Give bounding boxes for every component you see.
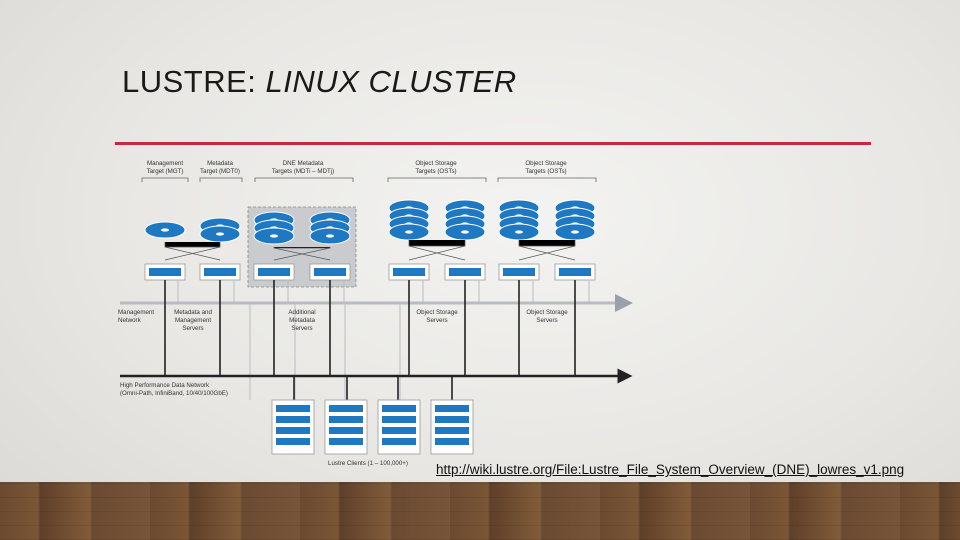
svg-text:Servers: Servers — [182, 325, 203, 332]
server-label-additional-metadata: Additional Metadata Servers — [288, 309, 315, 332]
svg-text:Metadata: Metadata — [289, 317, 315, 324]
management-drops — [177, 280, 590, 400]
svg-text:Servers: Servers — [426, 317, 447, 324]
disk-stack-mdt0 — [199, 217, 241, 243]
svg-text:Object Storage: Object Storage — [415, 160, 457, 167]
disk-stack-dne-1 — [253, 211, 295, 245]
management-network-label: Management Network — [118, 309, 154, 324]
svg-text:Servers: Servers — [536, 317, 557, 324]
svg-text:Targets (OSTs): Targets (OSTs) — [415, 168, 456, 175]
svg-text:Object Storage: Object Storage — [525, 160, 567, 167]
client-rack-2 — [324, 399, 368, 455]
svg-text:Network: Network — [118, 317, 142, 324]
label-brackets — [141, 177, 597, 182]
svg-text:Target (MGT): Target (MGT) — [147, 168, 184, 175]
lustre-architecture-diagram: Management Target (MGT) Metadata Target … — [118, 160, 633, 467]
wood-floor-background — [0, 482, 960, 540]
svg-text:DNE Metadata: DNE Metadata — [283, 160, 324, 167]
svg-text:Targets (OSTs): Targets (OSTs) — [525, 168, 566, 175]
svg-text:Additional: Additional — [288, 309, 315, 316]
slide-title: LUSTRE: LINUX CLUSTER — [122, 64, 517, 100]
top-label-ost-1: Object Storage Targets (OSTs) — [415, 160, 457, 175]
server-units — [144, 263, 596, 281]
client-rack-1 — [271, 399, 315, 455]
server-label-oss-2: Object Storage Servers — [526, 309, 568, 324]
storage-cross-links — [164, 240, 576, 261]
title-part-2: LINUX CLUSTER — [265, 64, 517, 99]
disk-stack-ost-2 — [444, 199, 486, 241]
lustre-clients-label: Lustre Clients (1 – 100,000+) — [328, 460, 408, 467]
server-label-metadata-management: Metadata and Management Servers — [174, 309, 212, 332]
high-performance-network-label: High Performance Data Network (Omni-Path… — [120, 382, 228, 397]
svg-text:Management: Management — [147, 160, 183, 167]
client-rack-3 — [377, 399, 421, 455]
top-label-mgt: Management Target (MGT) — [147, 160, 184, 175]
title-part-1: LUSTRE: — [122, 64, 257, 99]
server-label-oss-1: Object Storage Servers — [416, 309, 458, 324]
svg-text:Metadata and: Metadata and — [174, 309, 212, 316]
client-rack-4 — [430, 399, 474, 455]
disk-stack-ost-1 — [388, 199, 430, 241]
top-label-mdt0: Metadata Target (MDT0) — [200, 160, 240, 175]
svg-text:Targets (MDTi – MDTj): Targets (MDTi – MDTj) — [272, 168, 334, 175]
svg-text:Object Storage: Object Storage — [416, 309, 458, 316]
svg-text:High Performance Data Network: High Performance Data Network — [120, 382, 210, 389]
title-underline — [115, 142, 871, 145]
top-label-ost-2: Object Storage Targets (OSTs) — [525, 160, 567, 175]
svg-text:Servers: Servers — [291, 325, 312, 332]
data-network-drops — [164, 280, 576, 400]
svg-text:Management: Management — [118, 309, 154, 316]
svg-text:Object Storage: Object Storage — [526, 309, 568, 316]
disk-stack-ost-3 — [498, 199, 540, 241]
disk-stack-mgt — [144, 221, 186, 239]
svg-text:Metadata: Metadata — [207, 160, 233, 167]
svg-text:(Omni-Path, InfiniBand, 10/40/: (Omni-Path, InfiniBand, 10/40/100GbE) — [120, 390, 228, 397]
disk-stack-ost-4 — [554, 199, 596, 241]
disk-stack-dne-2 — [309, 211, 351, 245]
lustre-clients — [271, 399, 474, 455]
source-link[interactable]: http://wiki.lustre.org/File:Lustre_File_… — [436, 462, 905, 477]
svg-text:Management: Management — [175, 317, 211, 324]
svg-text:Target (MDT0): Target (MDT0) — [200, 168, 240, 175]
top-label-dne: DNE Metadata Targets (MDTi – MDTj) — [272, 160, 334, 175]
